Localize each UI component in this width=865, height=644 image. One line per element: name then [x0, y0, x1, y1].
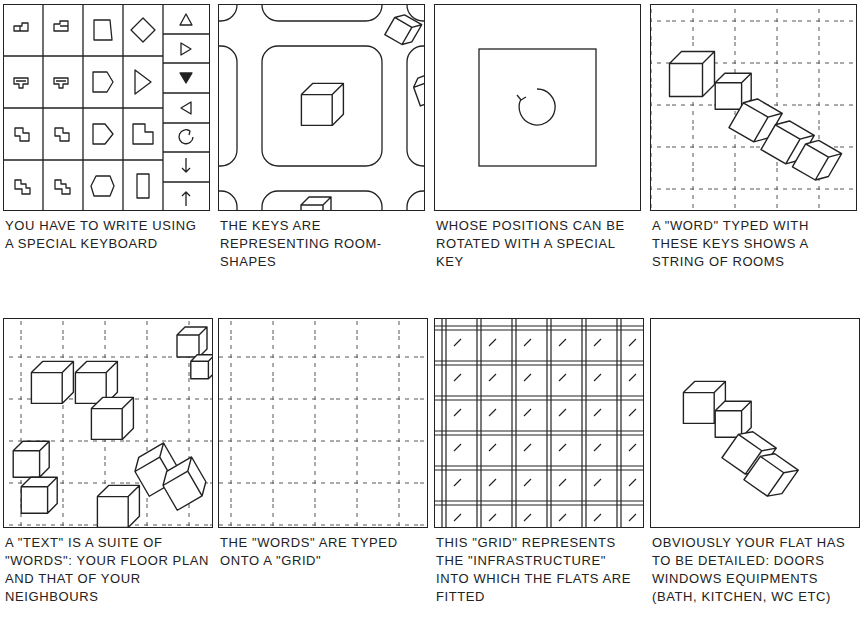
panel-caption: YOU HAVE TO WRITE USING A SPECIAL KEYBOA… [5, 217, 208, 253]
panel-frame [3, 318, 213, 528]
room-shape-keys [218, 4, 425, 211]
rotate-key [479, 49, 596, 166]
word-of-rooms [650, 4, 857, 211]
storyboard-panel: WHOSE POSITIONS CAN BE ROTATED WITH A SP… [434, 4, 641, 271]
storyboard-panel: THIS "GRID" REPRESENTS THE "INFRASTRUCTU… [434, 318, 644, 606]
detailed-flat [683, 381, 798, 502]
text-of-words [3, 318, 213, 528]
panel-caption: THE "WORDS" ARE TYPED ONTO A "GRID" [220, 534, 426, 570]
infrastructure-grid [434, 318, 644, 528]
panel-caption: A "WORD" TYPED WITH THESE KEYS SHOWS A S… [652, 217, 855, 271]
panel-caption: WHOSE POSITIONS CAN BE ROTATED WITH A SP… [436, 217, 639, 271]
panel-caption: A "TEXT" IS A SUITE OF "WORDS": YOUR FLO… [5, 534, 211, 606]
storyboard-panel: A "TEXT" IS A SUITE OF "WORDS": YOUR FLO… [3, 318, 213, 606]
panel-frame [3, 4, 210, 211]
panel-frame [650, 4, 857, 211]
panel-frame [434, 318, 644, 528]
panel-frame [218, 318, 428, 528]
keyboard-sketch [3, 4, 210, 211]
empty-grid [218, 318, 428, 528]
storyboard-panel: THE KEYS ARE REPRESENTING ROOM-SHAPES [218, 4, 425, 271]
panel-caption: THIS "GRID" REPRESENTS THE "INFRASTRUCTU… [436, 534, 642, 606]
storyboard-panel: THE "WORDS" ARE TYPED ONTO A "GRID" [218, 318, 428, 570]
panel-caption: THE KEYS ARE REPRESENTING ROOM-SHAPES [220, 217, 423, 271]
storyboard-panel: OBVIOUSLY YOUR FLAT HAS TO BE DETAILED: … [650, 318, 860, 606]
panel-frame [650, 318, 860, 528]
storyboard-panel: YOU HAVE TO WRITE USING A SPECIAL KEYBOA… [3, 4, 210, 253]
panel-frame [434, 4, 641, 211]
panel-caption: OBVIOUSLY YOUR FLAT HAS TO BE DETAILED: … [652, 534, 858, 606]
storyboard-panel: A "WORD" TYPED WITH THESE KEYS SHOWS A S… [650, 4, 857, 271]
panel-frame [218, 4, 425, 211]
